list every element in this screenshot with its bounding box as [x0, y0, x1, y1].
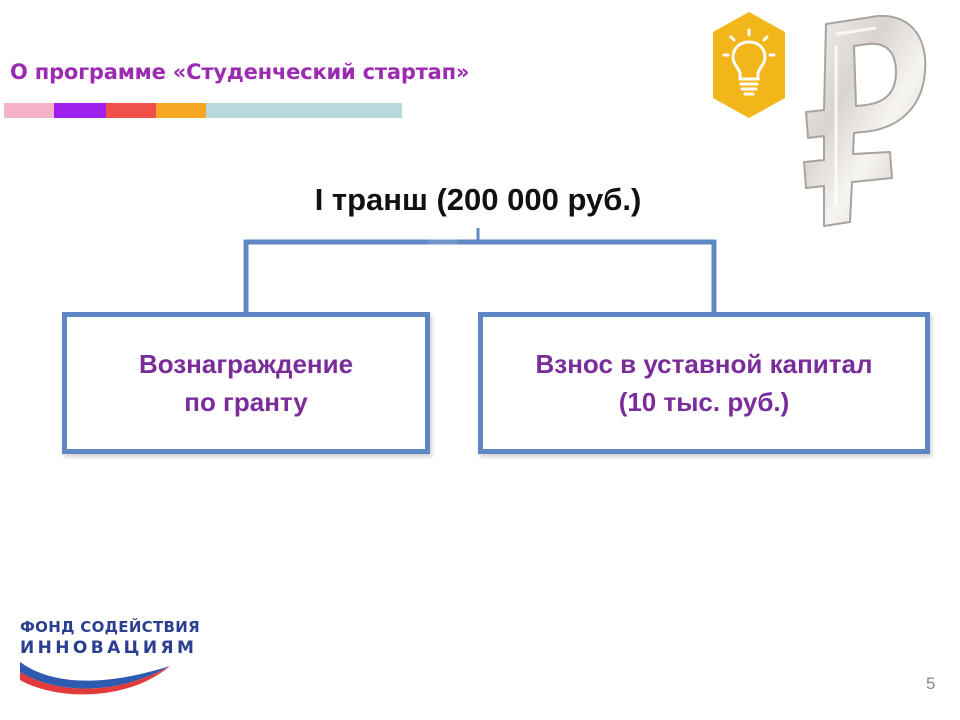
diagram-node-capital-contribution: Взнос в уставной капитал (10 тыс. руб.)	[478, 312, 930, 454]
logo-text-line1: ФОНД СОДЕЙСТВИЯ	[20, 618, 200, 636]
logo-text-line2: ИННОВАЦИЯМ	[20, 638, 198, 658]
lightbulb-hexagon-icon	[713, 12, 785, 118]
header-color-bar	[4, 103, 402, 118]
node-label-line1: Вознаграждение	[138, 349, 354, 379]
color-bar-segment	[4, 103, 54, 118]
color-bar-segment	[106, 103, 156, 118]
node-label-line2: по гранту	[184, 387, 308, 417]
color-bar-segment	[156, 103, 206, 118]
slide-title: О программе «Студенческий стартап»	[10, 60, 470, 84]
diagram-root-label: I транш (200 000 руб.)	[314, 182, 642, 217]
connector-bracket	[243, 239, 717, 314]
node-label-line1: Взнос в уставной капитал	[535, 349, 873, 379]
fund-logo: ФОНД СОДЕЙСТВИЯ ИННОВАЦИЯМ	[20, 618, 200, 698]
color-bar-segment	[54, 103, 106, 118]
node-label-line2: (10 тыс. руб.)	[618, 387, 790, 417]
ruble-sign-icon	[803, 14, 927, 227]
diagram-node-grant-reward: Вознаграждение по гранту	[62, 312, 430, 454]
color-bar-segment	[206, 103, 402, 118]
page-number: 5	[926, 674, 936, 693]
logo-swoosh-icon	[20, 662, 170, 695]
